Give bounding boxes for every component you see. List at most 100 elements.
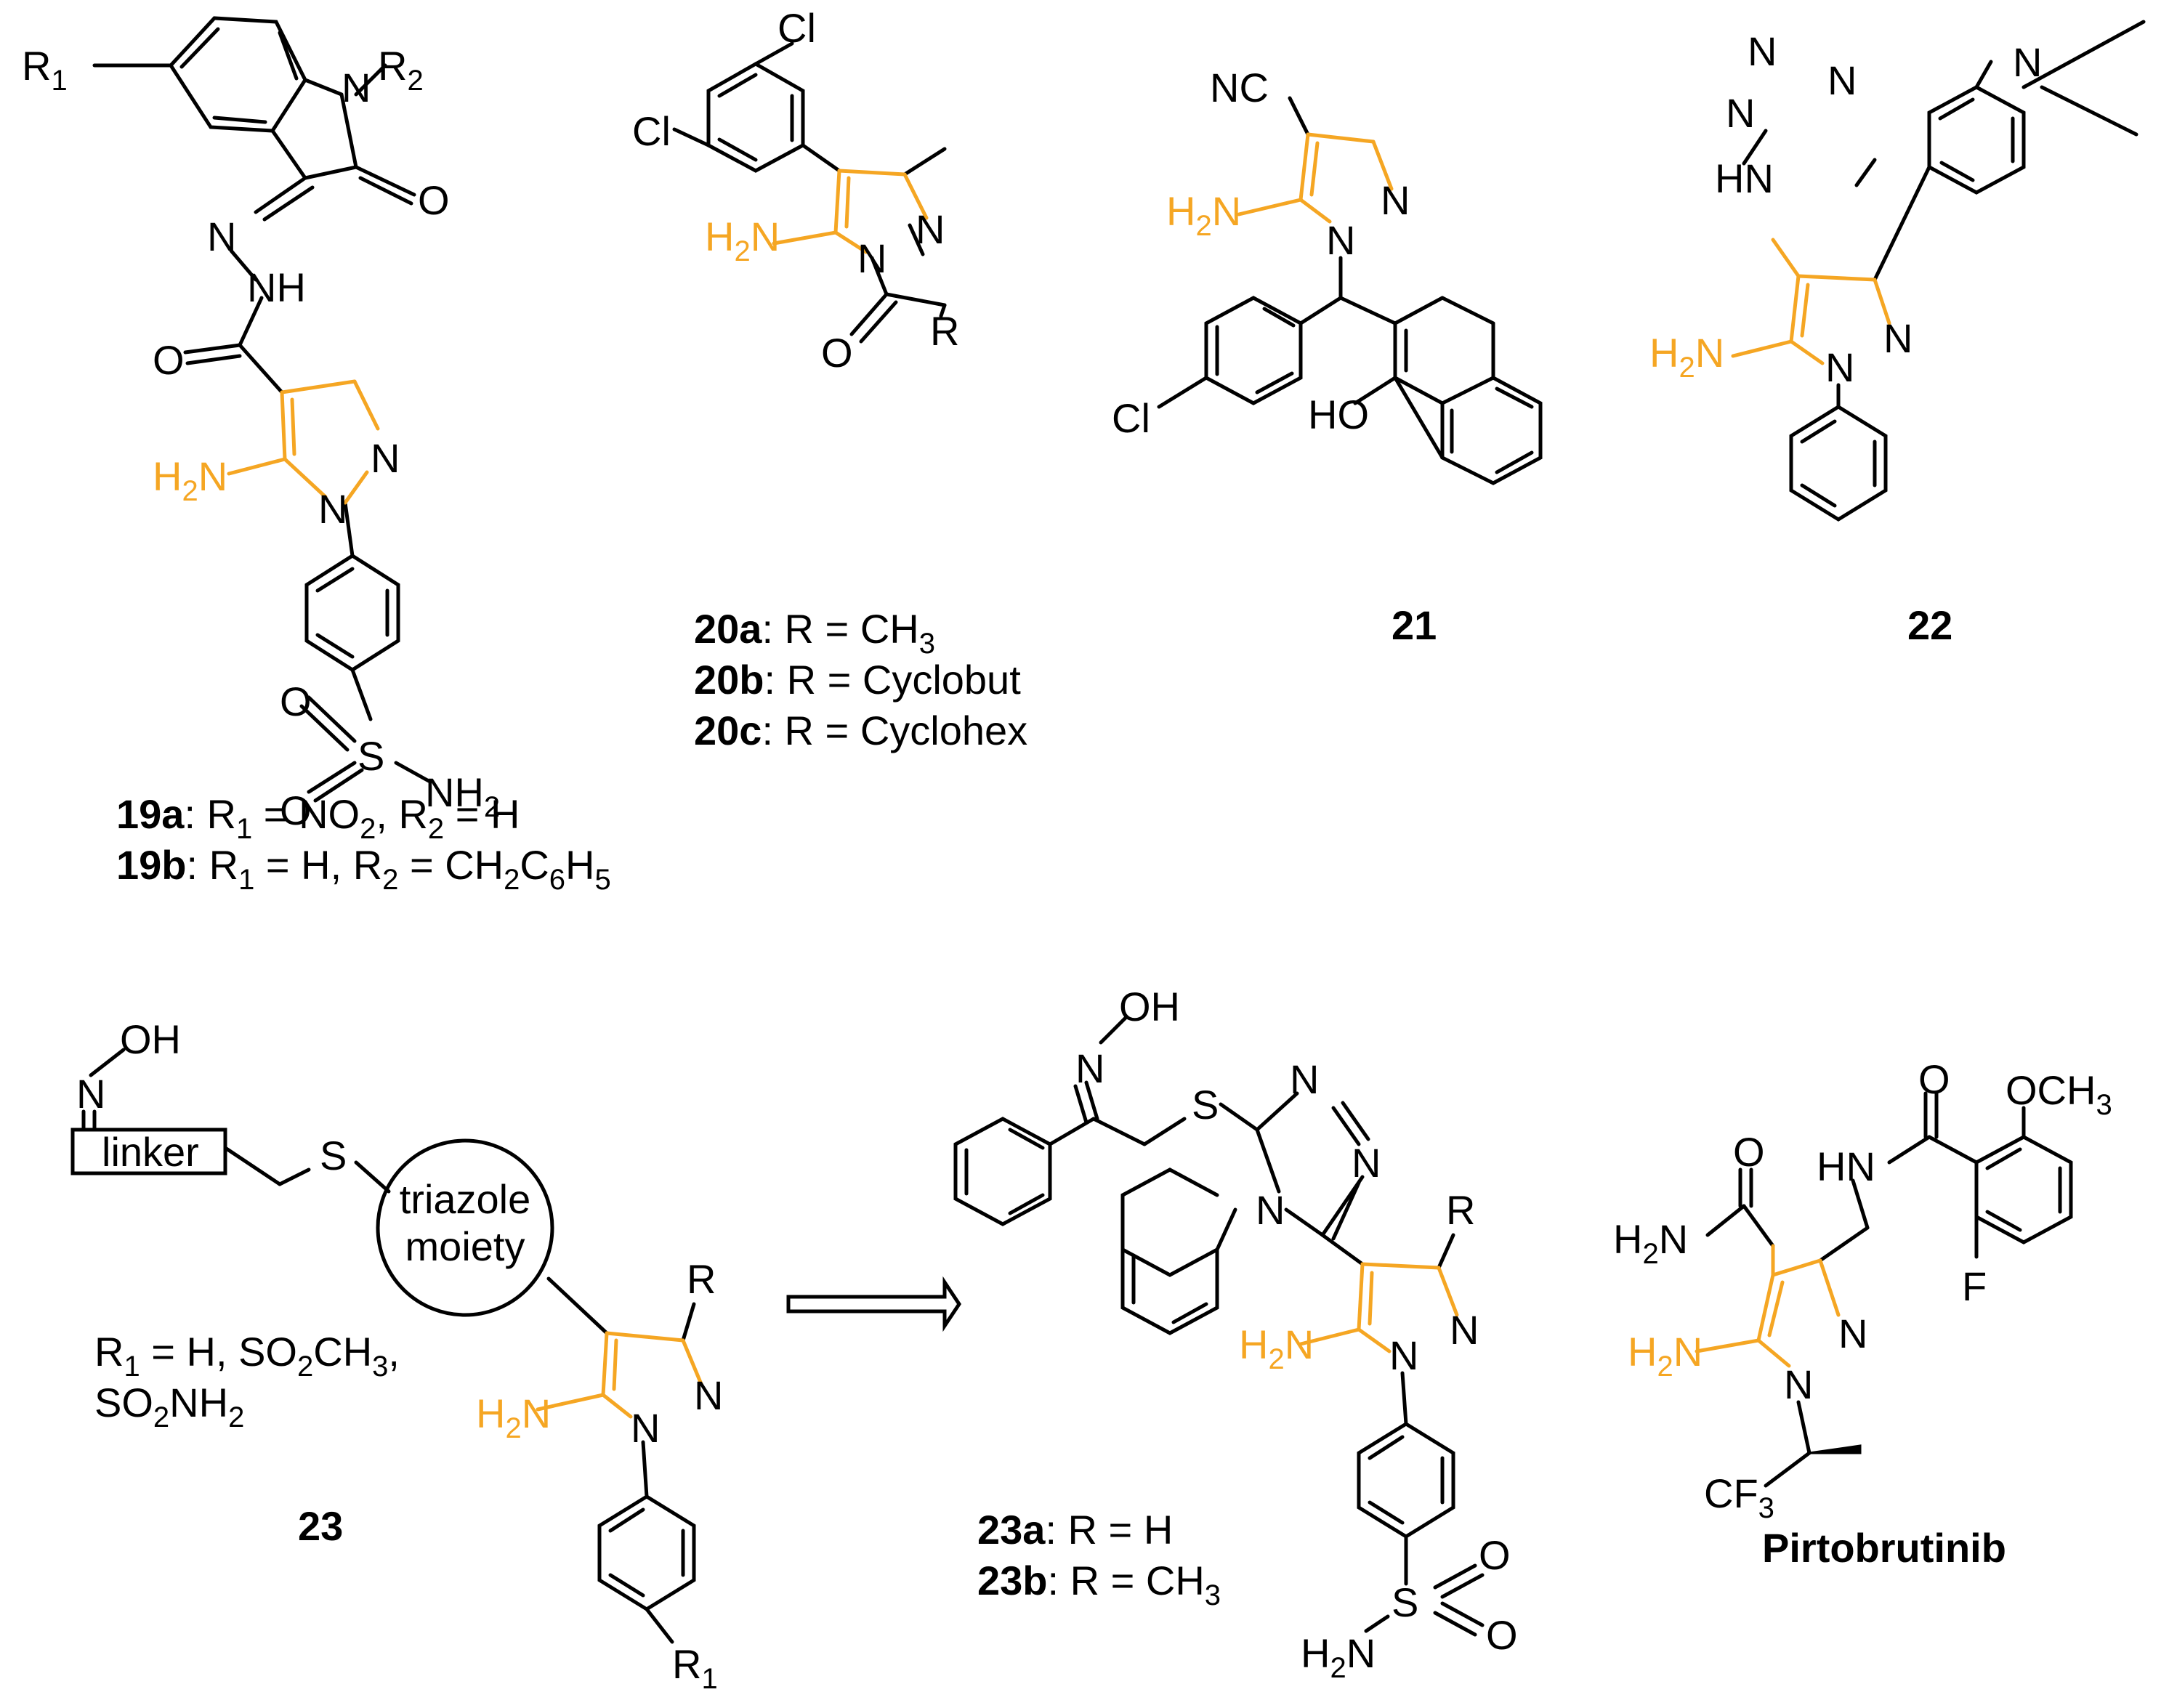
label-23b: 23b: R = CH3 [977, 1558, 1221, 1611]
atom-n: N [1352, 1140, 1381, 1186]
atom-o: O [280, 788, 312, 833]
compound-23ab-bonds [953, 1015, 1485, 1637]
atom-n: N [1838, 1311, 1867, 1356]
atom-n: N [1290, 1056, 1319, 1102]
label-19a: 19a: R1 = NO2, R2 = H [116, 791, 520, 845]
atom-n: N [1389, 1332, 1418, 1378]
atom-n: N [1726, 90, 1755, 136]
atom-r1: R1 [672, 1641, 718, 1695]
compound-21: NC H2N N N Cl HO 21 [1112, 65, 1543, 648]
r1-definition: R1 = H, SO2CH3, [94, 1329, 400, 1383]
atom-oh: OH [120, 1016, 181, 1062]
atom-nc: NC [1210, 65, 1269, 110]
atom-s: S [1192, 1082, 1219, 1128]
compound-23-atoms: N OH linker S triazole moiety R H2N N N … [76, 1016, 723, 1695]
triazole-moiety-circle: moiety [405, 1223, 525, 1269]
atom-h2n: H2N [1613, 1216, 1688, 1270]
atom-s: S [358, 733, 384, 779]
atom-o: O [280, 679, 312, 724]
atom-s: S [320, 1133, 347, 1178]
atom-o: O [1733, 1129, 1765, 1175]
linker-box: linker [102, 1129, 199, 1175]
label-20a: 20a: R = CH3 [694, 606, 935, 660]
atom-o: O [1486, 1612, 1518, 1658]
atom-cl: Cl [778, 5, 816, 51]
atom-n: N [631, 1405, 660, 1451]
atom-n: N [694, 1372, 723, 1418]
compound-22-atoms: N N N HN N H2N N N [1649, 28, 2042, 390]
atom-s: S [1392, 1579, 1418, 1625]
label-19b: 19b: R1 = H, R2 = CH2C6H5 [116, 842, 611, 896]
atom-och3: OCH3 [2006, 1067, 2112, 1121]
atom-nme2: N [2013, 39, 2042, 85]
atom-n: N [371, 435, 400, 481]
compound-23-pyrazole [536, 1331, 703, 1419]
compound-20-bonds [672, 41, 947, 344]
atom-nh2: H2N [1166, 188, 1241, 242]
atom-o: O [418, 177, 450, 223]
atom-r: R [1446, 1187, 1475, 1233]
atom-n: N [1883, 315, 1913, 361]
atom-cl: Cl [632, 108, 671, 154]
atom-n: N [1825, 344, 1854, 390]
atom-n: N [76, 1071, 105, 1117]
compound-19-pyrazole [227, 379, 380, 505]
atom-n: N [1256, 1187, 1285, 1233]
atom-hn: HN [1715, 155, 1774, 201]
atom-nh2: H2N [476, 1391, 551, 1444]
atom-n: N [1827, 57, 1857, 103]
compound-20-atoms: Cl Cl H2N N N O R [632, 5, 959, 376]
compound-19: R1 N R2 O N NH O N N H2N O S O NH2 19a: … [22, 16, 611, 896]
compound-22-bonds [1742, 20, 2146, 522]
atom-r: R [930, 308, 959, 354]
atom-oh: OH [1119, 984, 1180, 1029]
atom-f: F [1962, 1263, 1987, 1309]
compound-21-bonds [1157, 96, 1543, 485]
atom-nh2: H2N [1628, 1329, 1703, 1383]
atom-n: N [1748, 28, 1777, 74]
atom-nh2: H2N [153, 453, 227, 507]
atom-ho: HO [1308, 392, 1369, 437]
compound-pirtobrutinib-pyrazole [1695, 1244, 1841, 1368]
compound-pirtobrutinib: O OCH3 HN O H2N H2N N N F CF3 Pirtobruti… [1613, 1056, 2112, 1571]
compound-19-bonds [92, 16, 431, 803]
compound-23-bonds [70, 1048, 696, 1644]
compound-22-pyrazole [1731, 238, 1891, 365]
atom-n: N [342, 65, 371, 110]
atom-n: N [1784, 1361, 1813, 1407]
atom-o: O [1479, 1532, 1511, 1578]
compound-20: Cl Cl H2N N N O R 20a: R = CH3 20b: R = … [632, 5, 1027, 753]
atom-o: O [153, 337, 185, 383]
label-21: 21 [1392, 602, 1437, 648]
label-pirtobrutinib: Pirtobrutinib [1762, 1525, 2006, 1571]
atom-n: N [1450, 1307, 1479, 1353]
atom-n: N [916, 206, 945, 252]
label-20b: 20b: R = Cyclobut [694, 657, 1021, 703]
atom-n: N [1381, 177, 1410, 223]
atom-nh2: H2N [1649, 330, 1724, 384]
triazole-moiety-circle: triazole [400, 1176, 531, 1222]
atom-nh2: H2N [1239, 1322, 1314, 1375]
label-22: 22 [1907, 602, 1952, 648]
compound-21-atoms: NC H2N N N Cl HO [1112, 65, 1410, 441]
compound-22: N N N HN N H2N N N 22 [1649, 20, 2146, 648]
atom-n: N [1326, 217, 1355, 263]
atom-r2: R2 [378, 43, 424, 97]
atom-r1: R1 [22, 43, 68, 97]
atom-cf3: CF3 [1704, 1470, 1774, 1524]
label-23a: 23a: R = H [977, 1507, 1173, 1553]
label-20c: 20c: R = Cyclohex [694, 708, 1027, 753]
compound-23ab: N OH S N N N R H2N N N O S O H2N 23a: R … [953, 984, 1518, 1684]
compound-pirtobrutinib-bonds [1705, 1091, 2073, 1488]
atom-nh2: H2N [705, 214, 780, 267]
atom-nh: NH [247, 264, 306, 310]
compound-pirtobrutinib-atoms: O OCH3 HN O H2N H2N N N F CF3 [1613, 1056, 2112, 1524]
compound-19-atoms: R1 N R2 O N NH O N N H2N O S O NH2 [22, 43, 500, 833]
atom-n: N [207, 214, 236, 259]
compound-21-pyrazole [1237, 132, 1394, 224]
atom-hn: HN [1817, 1144, 1875, 1189]
compound-20-pyrazole [772, 169, 929, 254]
atom-h2n: H2N [1301, 1630, 1376, 1684]
compound-23ab-atoms: N OH S N N N R H2N N N O S O H2N [1075, 984, 1518, 1684]
